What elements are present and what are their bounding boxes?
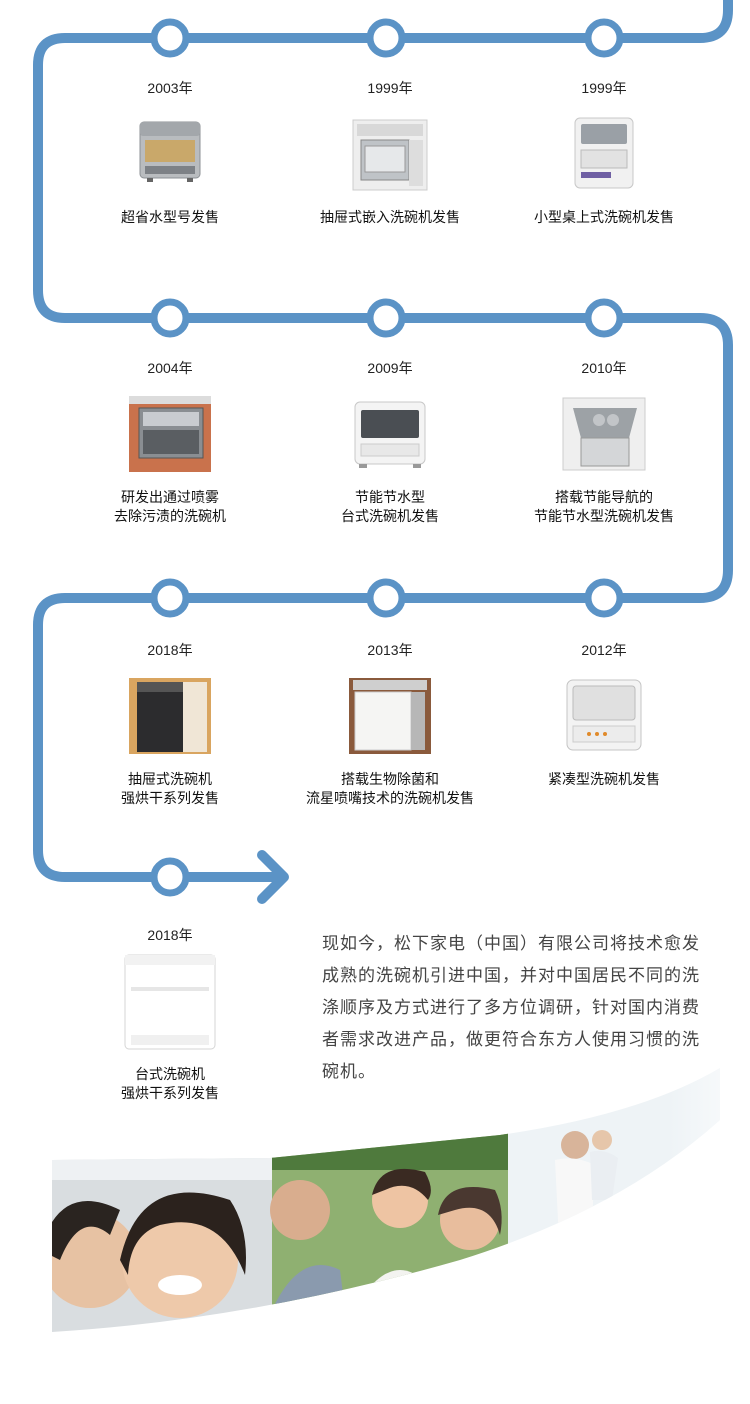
timeline-item: 2009年 节能节水型 台式洗碗机发售	[280, 358, 500, 526]
open-drawer-dishwasher-icon	[494, 394, 714, 474]
countertop-dishwasher-silver-icon	[60, 114, 280, 194]
timeline-caption: 抽屉式洗碗机 强烘干系列发售	[121, 771, 219, 806]
timeline-node	[366, 298, 406, 338]
timeline-year: 1999年	[367, 80, 413, 96]
timeline-year: 2012年	[581, 642, 627, 658]
timeline-item: 2010年 搭载节能导航的 节能节水型洗碗机发售	[494, 358, 714, 526]
white-drawer-dishwasher-icon	[280, 676, 500, 756]
timeline-item: 2004年 研发出通过喷雾 去除污渍的洗碗机	[60, 358, 280, 526]
timeline-caption: 研发出通过喷雾 去除污渍的洗碗机	[114, 489, 226, 524]
timeline-year: 2003年	[147, 80, 193, 96]
timeline-caption: 抽屉式嵌入洗碗机发售	[320, 209, 460, 225]
timeline-year: 2018年	[147, 927, 193, 943]
compact-countertop-dishwasher-icon	[494, 114, 714, 194]
timeline-caption: 紧凑型洗碗机发售	[548, 771, 660, 787]
timeline-year: 2013年	[367, 642, 413, 658]
timeline-node	[584, 18, 624, 58]
timeline-year: 2018年	[147, 642, 193, 658]
timeline-node	[150, 578, 190, 618]
timeline-item: 1999年 小型桌上式洗碗机发售	[494, 78, 714, 227]
timeline-arrow-head	[257, 850, 289, 904]
timeline-item: 2013年 搭载生物除菌和 流星喷嘴技术的洗碗机发售	[280, 640, 500, 808]
timeline-path	[33, 0, 733, 882]
timeline-node	[150, 857, 190, 897]
white-countertop-dishwasher-icon	[280, 394, 500, 474]
timeline-nodes	[150, 18, 624, 897]
timeline-caption: 超省水型号发售	[121, 209, 219, 225]
timeline-item: 2018年 台式洗碗机 强烘干系列发售	[60, 925, 280, 1103]
timeline-caption: 台式洗碗机 强烘干系列发售	[121, 1066, 219, 1101]
timeline-node	[584, 578, 624, 618]
timeline-node	[584, 298, 624, 338]
timeline-item: 2012年 紧凑型洗碗机发售	[494, 640, 714, 789]
timeline-item: 1999年 抽屉式嵌入洗碗机发售	[280, 78, 500, 227]
timeline-item: 2003年 超省水型号发售	[60, 78, 280, 227]
grandparents-and-child-photo	[270, 1068, 508, 1332]
timeline-node	[366, 18, 406, 58]
family-outdoor-photo	[508, 1068, 720, 1332]
timeline-node	[150, 298, 190, 338]
timeline-year: 2009年	[367, 360, 413, 376]
smiling-girls-photo	[52, 1068, 272, 1332]
black-drawer-dishwasher-icon	[60, 676, 280, 756]
photo-band	[52, 1068, 720, 1332]
description-paragraph: 现如今，松下家电（中国）有限公司将技术愈发成熟的洗碗机引进中国，并对中国居民不同…	[322, 934, 700, 1081]
compact-white-dishwasher-icon	[494, 676, 714, 756]
wood-kitchen-built-in-dishwasher-icon	[60, 394, 280, 474]
timeline-node	[366, 578, 406, 618]
built-in-drawer-dishwasher-icon	[280, 114, 500, 194]
timeline-year: 2010年	[581, 360, 627, 376]
timeline-item: 2018年 抽屉式洗碗机 强烘干系列发售	[60, 640, 280, 808]
timeline-year: 2004年	[147, 360, 193, 376]
timeline-caption: 搭载生物除菌和 流星喷嘴技术的洗碗机发售	[306, 771, 474, 806]
timeline-year: 1999年	[581, 80, 627, 96]
timeline-node	[150, 18, 190, 58]
timeline-caption: 搭载节能导航的 节能节水型洗碗机发售	[534, 489, 674, 524]
timeline-caption: 小型桌上式洗碗机发售	[534, 209, 674, 225]
white-cube-dishwasher-icon	[60, 947, 280, 1057]
timeline-caption: 节能节水型 台式洗碗机发售	[341, 489, 439, 524]
